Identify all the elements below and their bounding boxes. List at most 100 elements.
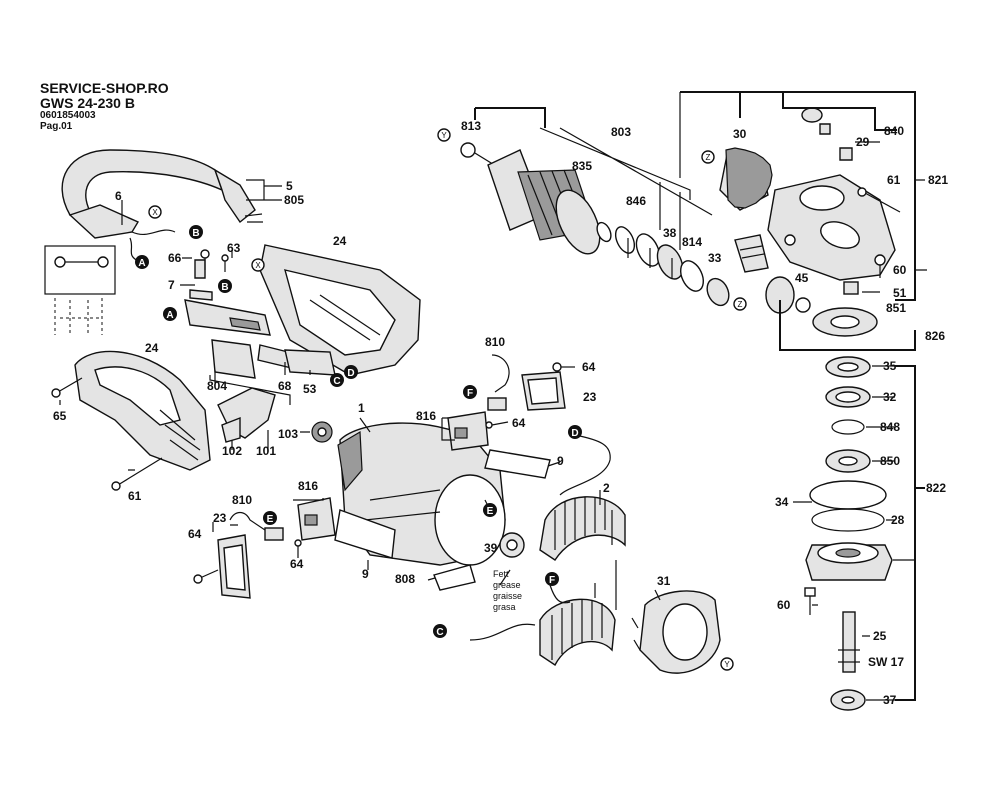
label-840: 840 [884, 124, 904, 138]
label-808 [433, 564, 476, 591]
page-number: Pag.01 [40, 121, 73, 132]
gear-head [767, 174, 896, 281]
label-816-top: 816 [416, 409, 436, 423]
label-822: 822 [926, 481, 946, 495]
sleeve-51 [843, 281, 859, 295]
small-parts-840 [801, 107, 853, 161]
svg-text:Z: Z [738, 300, 743, 309]
label-64-mid: 64 [512, 416, 526, 430]
label-34: 34 [775, 495, 789, 509]
label-814: 814 [682, 235, 702, 249]
label-804: 804 [207, 379, 227, 393]
brush-810-top [487, 354, 510, 411]
bearing-35 [825, 356, 871, 378]
connector-D-mid: D [568, 425, 582, 439]
label-63: 63 [227, 241, 241, 255]
label-826: 826 [925, 329, 945, 343]
screw-60-spindle [804, 587, 816, 615]
spindle-25 [838, 611, 860, 673]
svg-text:Fett: Fett [493, 569, 509, 579]
label-9-bottom [334, 509, 396, 559]
label-9-bottom: 9 [362, 567, 369, 581]
svg-text:B: B [192, 228, 199, 239]
label-39: 39 [484, 541, 498, 555]
ref-X-cord: X [148, 205, 162, 219]
brush-810-left [229, 511, 284, 541]
label-846: 846 [626, 194, 646, 208]
screw-64-left2 [294, 539, 302, 558]
label-35: 35 [883, 359, 897, 373]
label-851: 851 [886, 301, 906, 315]
label-101: 101 [256, 444, 276, 458]
svg-text:graisse: graisse [493, 591, 522, 601]
label-sw17: SW 17 [868, 655, 904, 669]
field-coil-upper [539, 496, 626, 561]
svg-text:X: X [152, 208, 158, 217]
svg-text:E: E [487, 506, 494, 517]
connector-C-lower: C [433, 624, 447, 638]
label-2: 2 [603, 481, 610, 495]
brush-cap-23-top [521, 371, 566, 411]
label-821: 821 [928, 173, 948, 187]
screw-63 [221, 254, 229, 272]
svg-text:F: F [467, 388, 473, 399]
svg-text:F: F [549, 575, 555, 586]
handle-half-top [259, 244, 421, 376]
label-7: 7 [168, 278, 175, 292]
label-850: 850 [880, 454, 900, 468]
ref-Z-bearing: Z [733, 297, 747, 311]
label-102: 102 [222, 444, 242, 458]
label-835: 835 [572, 159, 592, 173]
label-64-left: 64 [188, 527, 202, 541]
label-5: 5 [286, 179, 293, 193]
label-38: 38 [663, 226, 677, 240]
screw-64-top [552, 362, 575, 372]
ring-32 [825, 386, 871, 408]
brush-holder-816-top [447, 411, 489, 451]
label-24-top: 24 [333, 234, 347, 248]
svg-text:Z: Z [706, 153, 711, 162]
bearing-850 [825, 449, 871, 473]
label-813: 813 [461, 119, 481, 133]
label-33: 33 [708, 251, 722, 265]
label-808: 808 [395, 572, 415, 586]
ring-34 [809, 480, 887, 510]
trigger-lever [217, 387, 276, 443]
svg-text:D: D [347, 368, 354, 379]
label-805: 805 [284, 193, 304, 207]
armature-bearings [614, 226, 730, 307]
svg-text:B: B [221, 282, 228, 293]
label-816-left: 816 [298, 479, 318, 493]
label-61-left: 61 [128, 489, 142, 503]
handle-half-bottom [74, 350, 211, 471]
label-65: 65 [53, 409, 67, 423]
svg-text:C: C [333, 376, 340, 387]
gear-39 [499, 532, 525, 558]
label-28: 28 [891, 513, 905, 527]
model-name: GWS 24-230 B [40, 95, 135, 111]
part-code: 0601854003 [40, 110, 96, 121]
connector-F-top: F [463, 385, 477, 399]
svg-text:E: E [267, 514, 274, 525]
pinion-45 [765, 276, 811, 314]
label-66: 66 [168, 251, 182, 265]
label-64-left2: 64 [290, 557, 304, 571]
oring-28 [811, 508, 885, 532]
label-37: 37 [883, 693, 897, 707]
screw-61 [111, 457, 163, 491]
bevel-gear-30 [719, 147, 773, 211]
connector-F-mid: F [545, 572, 559, 586]
switch-assembly [184, 259, 336, 379]
svg-text:A: A [166, 310, 173, 321]
svg-text:Y: Y [441, 131, 447, 140]
screw-65 [51, 377, 83, 398]
screw-66 [200, 249, 210, 270]
crown-gear-851 [812, 307, 878, 337]
screw-60-right [874, 254, 886, 278]
part-labels: 5 805 6 66 63 7 24 24 804 68 53 65 102 1… [53, 119, 948, 707]
screw-64-left [193, 569, 219, 584]
label-24-bottom: 24 [145, 341, 159, 355]
label-23-top: 23 [583, 390, 597, 404]
label-848: 848 [880, 420, 900, 434]
